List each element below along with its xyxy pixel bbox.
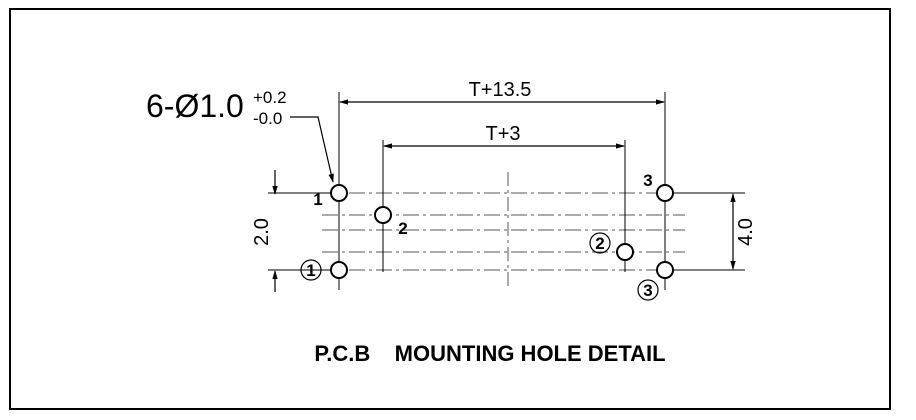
label-top-right: 3 xyxy=(643,171,652,190)
dim-left-vertical-label: 2.0 xyxy=(251,218,273,246)
label-inner-right: 2 xyxy=(595,234,604,253)
circled-number-rings xyxy=(300,232,659,301)
dim-right-vertical-label: 4.0 xyxy=(735,218,757,246)
hole-inner-right xyxy=(616,243,634,261)
label-bottom-left: 1 xyxy=(306,261,315,280)
hole-bottom-right xyxy=(656,261,674,279)
drawing-frame xyxy=(9,8,891,410)
label-bottom-right: 3 xyxy=(643,281,652,300)
callout-leader xyxy=(290,116,334,183)
dim-outer-label: T+13.5 xyxy=(469,79,532,101)
hole-top-left xyxy=(330,184,348,202)
label-top-left: 1 xyxy=(313,190,322,209)
hole-inner-left xyxy=(374,206,392,224)
callout-upper-tolerance: +0.2 xyxy=(253,88,287,107)
hole-bottom-left xyxy=(330,261,348,279)
callout-lower-tolerance: -0.0 xyxy=(253,109,282,128)
drawing-caption: P.C.B MOUNTING HOLE DETAIL xyxy=(314,341,665,366)
dim-inner-label: T+3 xyxy=(485,123,520,145)
label-inner-left: 2 xyxy=(398,219,407,238)
hole-top-right xyxy=(656,184,674,202)
callout-main-text: 6-Ø1.0 xyxy=(146,88,244,124)
mounting-holes xyxy=(330,184,674,279)
